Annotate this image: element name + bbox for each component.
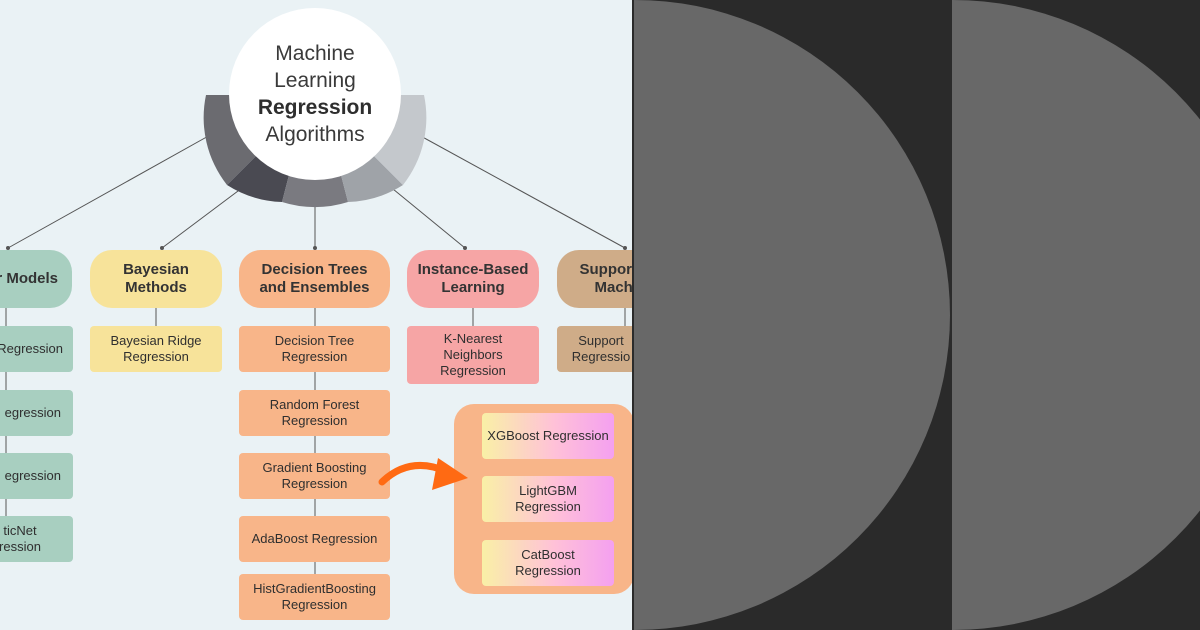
link-bayesian	[161, 181, 251, 249]
item-adaboost: AdaBoost Regression	[239, 516, 390, 562]
item-linear-4: ticNet ression	[0, 516, 73, 562]
semicircle-shape	[952, 0, 1200, 630]
category-label: Support Machi	[579, 261, 633, 296]
arc-segment-3	[282, 175, 348, 208]
title-line-2: Learning	[274, 69, 356, 92]
placeholder-panel-2	[952, 0, 1200, 630]
arc-segment-1	[203, 95, 256, 185]
item-decision-tree: Decision Tree Regression	[239, 326, 390, 372]
arc-segment-4	[341, 156, 403, 202]
link-svm	[416, 133, 626, 249]
category-bayesian-methods: Bayesian Methods	[90, 250, 222, 308]
category-label: Bayesian Methods	[123, 261, 189, 296]
category-label: Instance-Based Learning	[417, 261, 529, 296]
dot-bayesian	[160, 246, 164, 250]
item-linear-2: egression	[0, 390, 73, 436]
dot-trees	[313, 246, 317, 250]
title-circle: Machine Learning Regression Algorithms	[229, 8, 401, 180]
semicircle-shape	[634, 0, 950, 630]
title-line-1: Machine	[275, 42, 355, 65]
arc-segment-5	[374, 95, 427, 185]
link-linear	[7, 133, 213, 249]
category-instance-based: Instance-Based Learning	[407, 250, 539, 308]
category-label: Decision Trees and Ensembles	[259, 261, 370, 296]
dot-linear	[6, 246, 10, 250]
item-random-forest: Random Forest Regression	[239, 390, 390, 436]
arc-segment-2	[227, 156, 289, 202]
category-linear-models: r Models	[0, 250, 72, 308]
dot-instance	[463, 246, 467, 250]
item-bayesian-ridge: Bayesian Ridge Regression	[90, 326, 222, 372]
category-support-vector: Support Machi	[557, 250, 632, 308]
item-xgboost: XGBoost Regression	[482, 413, 614, 459]
item-gradient-boosting: Gradient Boosting Regression	[239, 453, 390, 499]
category-decision-trees: Decision Trees and Ensembles	[239, 250, 390, 308]
item-support-vector: Support Regressio	[557, 326, 632, 372]
title-arc-ring	[203, 95, 427, 208]
item-linear-3: egression	[0, 453, 73, 499]
item-lightgbm: LightGBM Regression	[482, 476, 614, 522]
item-histgradientboosting: HistGradientBoosting Regression	[239, 574, 390, 620]
item-knn: K-Nearest Neighbors Regression	[407, 326, 539, 384]
curved-arrow-icon	[378, 458, 468, 490]
item-catboost: CatBoost Regression	[482, 540, 614, 586]
regression-algorithms-diagram: Machine Learning Regression Algorithms r…	[0, 0, 632, 630]
title-line-4: Algorithms	[265, 123, 365, 146]
placeholder-panel-1	[634, 0, 950, 630]
link-instance	[381, 179, 466, 249]
title-line-3: Regression	[257, 96, 373, 119]
item-linear-1: Regression	[0, 326, 73, 372]
category-label: r Models	[0, 270, 58, 287]
dot-svm	[623, 246, 627, 250]
